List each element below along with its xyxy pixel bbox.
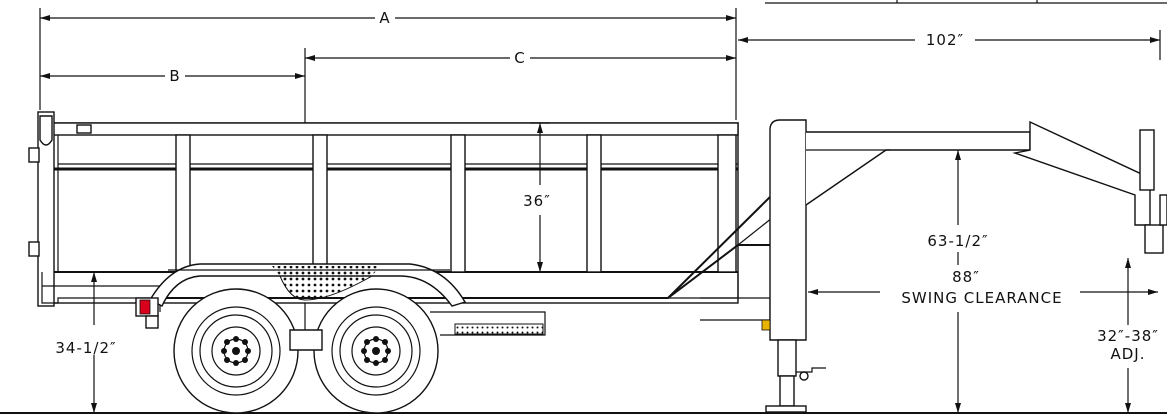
dimension-bed-height: 34-1/2″ xyxy=(55,272,116,413)
gooseneck-frame xyxy=(159,119,1167,413)
suspension xyxy=(289,329,323,351)
upper-latch xyxy=(28,147,40,163)
dimension-gooseneck-height: 63-1/2″ 88″ xyxy=(927,150,988,413)
rear-wheel xyxy=(173,288,299,414)
fender xyxy=(149,263,467,307)
front-wheel xyxy=(313,288,439,414)
coupler xyxy=(1139,129,1155,191)
spec-table-fragment xyxy=(765,0,1167,4)
dimension-width: 102″ xyxy=(738,30,1161,60)
dimension-coupler-range: 32″-38″ ADJ. xyxy=(1097,258,1159,413)
dimension-a: A xyxy=(39,8,737,120)
dimension-b: B xyxy=(40,67,305,85)
step-plate xyxy=(454,323,544,335)
dimension-coupler-range-label: 32″-38″ xyxy=(1097,327,1159,345)
side-stakes xyxy=(175,134,737,273)
landing-jack xyxy=(765,339,826,413)
dimension-a-label: A xyxy=(379,9,390,27)
dimension-side-height: 36″ xyxy=(523,122,551,272)
dimension-gooseneck-height-label: 63-1/2″ xyxy=(927,232,988,250)
dimension-side-height-label: 36″ xyxy=(523,192,551,210)
dimension-b-label: B xyxy=(169,67,180,85)
dimension-swing-value: 88″ xyxy=(952,268,980,286)
dimension-width-label: 102″ xyxy=(926,31,964,49)
lower-latch xyxy=(28,241,40,257)
dimension-swing-clearance: SWING CLEARANCE xyxy=(808,289,1158,307)
dimension-c-label: C xyxy=(514,49,525,67)
dump-bed xyxy=(28,111,739,307)
dimension-swing-clearance-label: SWING CLEARANCE xyxy=(901,289,1062,307)
decal xyxy=(76,124,92,134)
dimension-coupler-adj-label: ADJ. xyxy=(1110,345,1145,363)
tail-light xyxy=(135,297,159,329)
dimension-bed-height-label: 34-1/2″ xyxy=(55,339,116,357)
warning-decal xyxy=(761,319,771,331)
